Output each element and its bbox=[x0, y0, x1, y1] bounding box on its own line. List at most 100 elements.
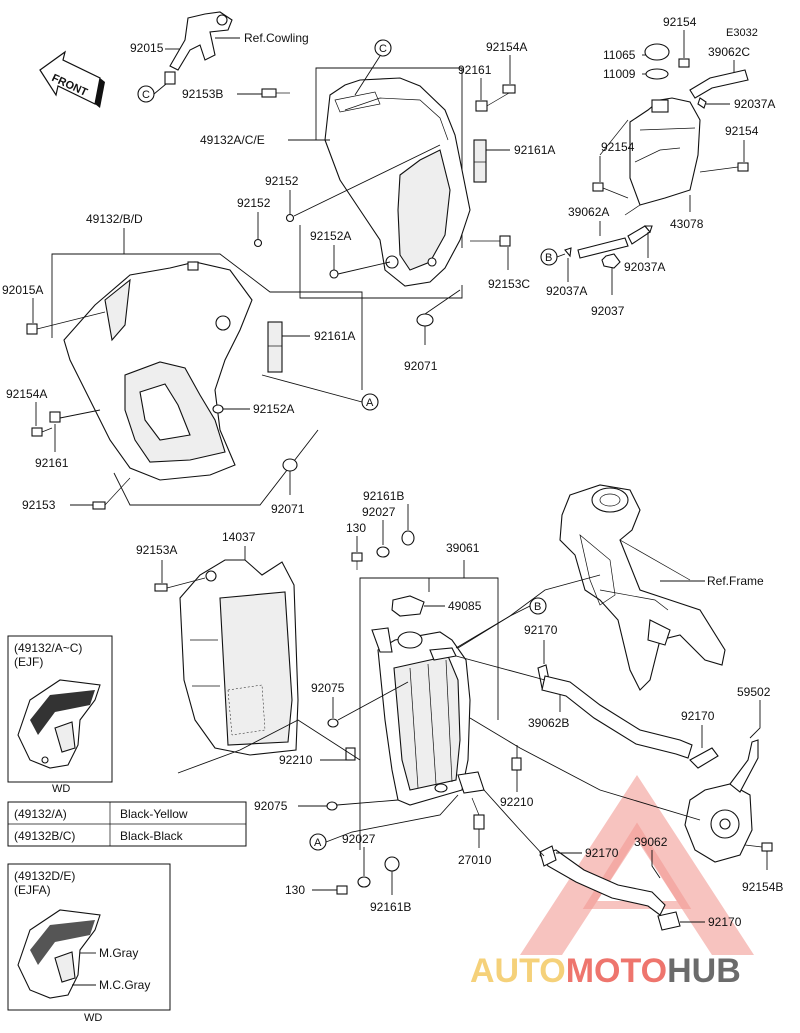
frame-group: Ref.Frame bbox=[457, 484, 764, 691]
part-39062: 39062 bbox=[634, 835, 668, 849]
watermark-auto: AUTO bbox=[470, 952, 566, 990]
frame-bracket bbox=[647, 619, 671, 646]
clamp-92037A-l bbox=[564, 247, 572, 258]
variant-box-ejf-frame bbox=[7, 635, 113, 783]
callout-b-mid-letter: B bbox=[534, 601, 541, 613]
clamp-92170-d bbox=[657, 911, 681, 931]
radiator-guard-mount-hole-icon bbox=[205, 570, 217, 582]
front-arrow-shadow-icon bbox=[95, 78, 105, 108]
bolt-92153B bbox=[261, 88, 290, 98]
part-92154A-top: 92154A bbox=[486, 40, 527, 54]
part-14037: 14037 bbox=[222, 530, 256, 544]
color-table-row-2-part: (49132B/C) bbox=[14, 829, 75, 843]
bracket-hole-icon bbox=[216, 14, 228, 26]
part-92152A-mid: 92152A bbox=[253, 402, 294, 416]
part-92037A-l: 92037A bbox=[546, 284, 587, 298]
outer-shroud-grommet-icon bbox=[215, 315, 231, 331]
part-92161A-top: 92161A bbox=[514, 143, 555, 157]
callout-c-left-letter: C bbox=[142, 89, 150, 101]
variant-ejfa-caption: WD bbox=[84, 1012, 102, 1024]
part-49132ACE: 49132A/C/E bbox=[200, 133, 265, 147]
reservoir-group: 92154 E3032 39062C 11065 11009 92037A 92… bbox=[540, 15, 775, 318]
part-92027-bot: 92027 bbox=[342, 832, 376, 846]
part-130-top: 130 bbox=[346, 521, 366, 535]
callout-a-bottom-letter: A bbox=[314, 837, 322, 849]
part-92170-a: 92170 bbox=[524, 623, 558, 637]
shroud-nut-icon bbox=[427, 257, 437, 267]
front-arrow: FRONT bbox=[39, 50, 105, 108]
watermark-moto: MOTO bbox=[566, 952, 667, 990]
callout-c-top bbox=[374, 39, 392, 57]
outer-shroud-clip bbox=[187, 261, 199, 271]
part-92170-d: 92170 bbox=[708, 915, 742, 929]
callout-b-top-letter: B bbox=[545, 252, 552, 264]
bolt-92154-l bbox=[592, 182, 604, 192]
clamp-92170-b bbox=[689, 747, 719, 769]
part-92154B: 92154B bbox=[742, 880, 783, 894]
cowling-bracket-group: Ref.Cowling 92015 C 92153B bbox=[130, 11, 309, 103]
hose-39062C bbox=[689, 69, 749, 99]
part-59502: 59502 bbox=[737, 685, 771, 699]
variant-box-ejf: (49132/A~C) (EJF) WD bbox=[7, 635, 113, 795]
part-39061: 39061 bbox=[446, 541, 480, 555]
grommet-92015 bbox=[164, 71, 176, 85]
variant-ejf-vent bbox=[54, 721, 76, 753]
part-92154A-left: 92154A bbox=[6, 387, 47, 401]
callout-c-top-letter: C bbox=[379, 43, 387, 55]
part-49085: 49085 bbox=[448, 599, 482, 613]
bolt-130-bot bbox=[336, 885, 348, 895]
collar-92161-top bbox=[475, 100, 488, 112]
variant-ejf-decal bbox=[30, 690, 95, 735]
part-49132BD: 49132/B/D bbox=[86, 212, 143, 226]
grommet-92075-a bbox=[327, 718, 339, 728]
washer-92027-top bbox=[376, 546, 390, 558]
part-92037A-r: 92037A bbox=[624, 260, 665, 274]
radiator-bracket bbox=[371, 627, 393, 653]
variant-ejfa-code: (49132D/E) bbox=[14, 869, 75, 883]
watermark-logo bbox=[520, 775, 754, 955]
part-92161A-mid: 92161A bbox=[314, 329, 355, 343]
part-92154-top: 92154 bbox=[663, 15, 697, 29]
part-92071-mid: 92071 bbox=[271, 502, 305, 516]
part-43078: 43078 bbox=[670, 217, 704, 231]
drain-bolt-27010 bbox=[473, 814, 485, 830]
variant-ejf-caption: WD bbox=[52, 783, 70, 795]
bolt-92154-r bbox=[737, 162, 749, 172]
frame-ref bbox=[559, 484, 726, 691]
clip-92152A-top bbox=[329, 269, 339, 279]
part-39062C: 39062C bbox=[708, 45, 750, 59]
gasket-11009 bbox=[645, 68, 669, 80]
ref-frame-label: Ref.Frame bbox=[707, 574, 764, 588]
part-92153A: 92153A bbox=[136, 543, 177, 557]
outer-shroud-inner-vent bbox=[139, 383, 191, 441]
part-92015A: 92015A bbox=[2, 283, 43, 297]
radiator-filler-neck bbox=[397, 631, 423, 649]
frame-head-tube bbox=[591, 487, 629, 513]
clamp-92037A-top bbox=[697, 97, 707, 109]
shroud-grommet-hole-icon bbox=[385, 255, 399, 269]
collar-92161-left bbox=[49, 411, 61, 423]
part-92015: 92015 bbox=[130, 41, 164, 55]
clip-92152-b bbox=[253, 238, 263, 248]
part-92161-top: 92161 bbox=[458, 63, 492, 77]
part-27010: 27010 bbox=[458, 853, 492, 867]
top-hardware-group: 92154A 92161 92161A 92153C 92071 bbox=[404, 40, 555, 373]
radiator-core bbox=[393, 655, 461, 791]
grommet-92161B-top bbox=[401, 530, 415, 546]
ref-cowling-label: Ref.Cowling bbox=[244, 31, 309, 45]
radiator-group: 39061 49085 92161B 92027 130 B 92170 390… bbox=[254, 489, 693, 914]
color-table-row-2-color: Black-Black bbox=[120, 829, 184, 843]
part-92152A-top: 92152A bbox=[310, 229, 351, 243]
part-130-bot: 130 bbox=[285, 883, 305, 897]
part-92154-r: 92154 bbox=[725, 124, 759, 138]
decal-area bbox=[104, 278, 131, 342]
bolt-92154B bbox=[761, 842, 773, 852]
color-table: (49132/A) Black-Yellow (49132B/C) Black-… bbox=[7, 801, 247, 847]
variant-ejfa-vent bbox=[54, 951, 76, 983]
clip-92152-a bbox=[285, 213, 295, 223]
radiator-guard-grille bbox=[219, 591, 293, 746]
reservoir-cap-11065 bbox=[644, 43, 670, 61]
outer-shroud-group: 49132/B/D 92152 92015A 92161A 92152A A 9… bbox=[2, 196, 379, 516]
grommet-92071-top bbox=[416, 313, 434, 327]
